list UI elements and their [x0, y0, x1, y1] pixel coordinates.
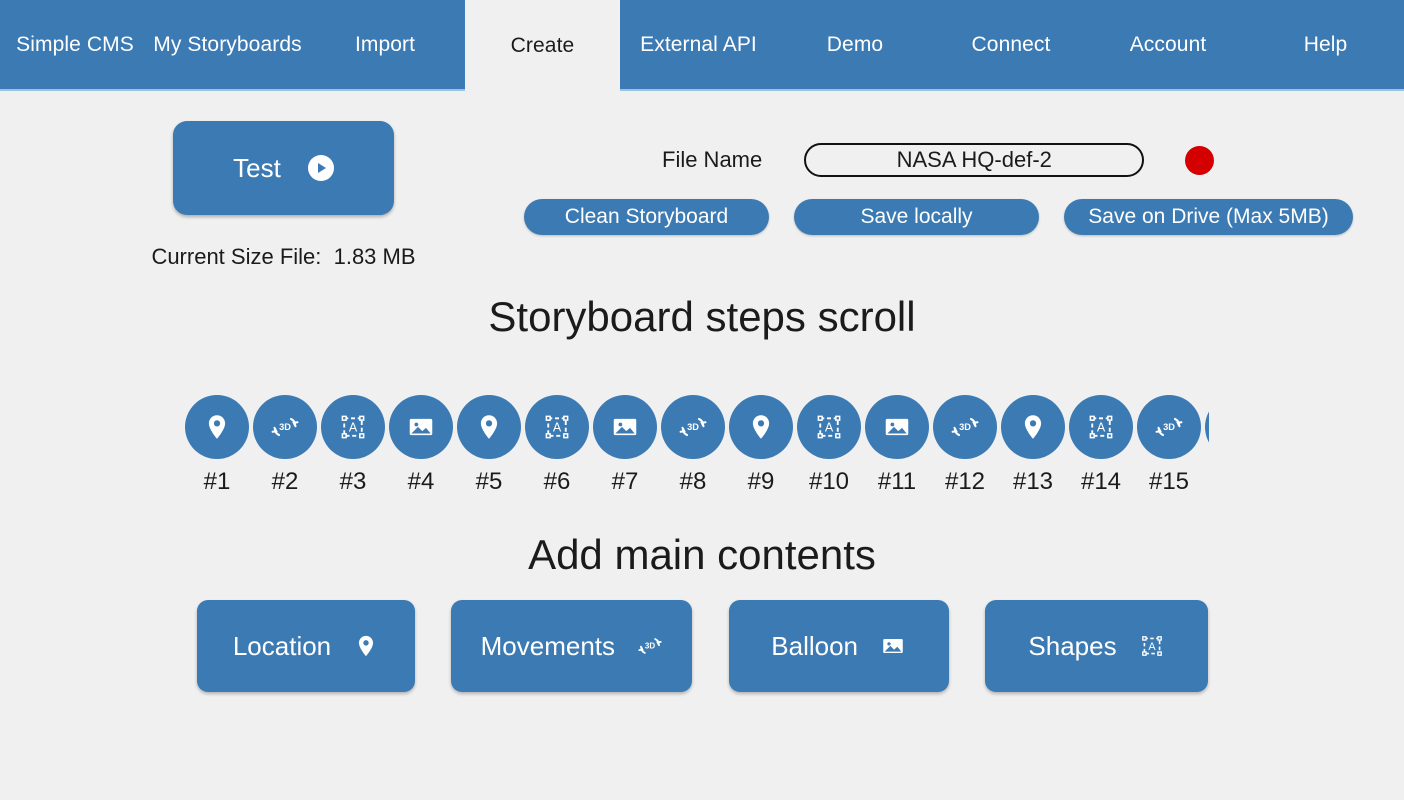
- add-balloon-button[interactable]: Balloon: [728, 600, 949, 692]
- storyboard-step[interactable]: A #3: [319, 395, 387, 496]
- test-button-label: Test: [233, 152, 281, 183]
- rotate-3d-icon: 3D: [933, 395, 997, 459]
- storyboard-step[interactable]: #4: [387, 395, 455, 496]
- shapes-frame-icon: A: [321, 395, 385, 459]
- nav-tab-simple-cms[interactable]: Simple CMS: [0, 0, 150, 89]
- storyboard-step-label: #1: [203, 468, 231, 495]
- add-content-buttons-row: Location Movements 3D Balloon Shapes A: [197, 600, 1208, 692]
- storyboard-step[interactable]: A #14: [1067, 395, 1135, 496]
- storyboard-step[interactable]: #5: [455, 395, 523, 496]
- storyboard-step[interactable]: A #10: [795, 395, 863, 496]
- current-size-file-text: Current Size File: 1.83 MB: [151, 244, 416, 269]
- clean-storyboard-button[interactable]: Clean Storyboard: [524, 199, 769, 235]
- storyboard-step-label: #15: [1148, 468, 1190, 495]
- add-shapes-button[interactable]: Shapes A: [984, 600, 1208, 692]
- svg-text:A: A: [1148, 641, 1156, 653]
- location-pin-icon: [1205, 395, 1209, 459]
- rotate-3d-icon: 3D: [661, 395, 725, 459]
- shapes-frame-icon: A: [797, 395, 861, 459]
- add-location-button[interactable]: Location: [197, 600, 415, 692]
- shapes-frame-icon: A: [1139, 633, 1165, 659]
- svg-text:3D: 3D: [687, 422, 699, 432]
- storyboard-steps-scroll[interactable]: #1 3D #2 A #3 #4 #5 A #6 #7 3D #8 #9 A #10 #11 3D #12 #13 A…: [183, 395, 1209, 505]
- image-icon: [389, 395, 453, 459]
- storyboard-step[interactable]: #9: [727, 395, 795, 496]
- storyboard-step-label: #11: [877, 468, 917, 495]
- nav-tab-connect[interactable]: Connect: [933, 0, 1089, 89]
- add-main-contents-title: Add main contents: [528, 531, 876, 578]
- storyboard-step-label: #16: [1203, 468, 1209, 496]
- shapes-frame-icon: A: [1069, 395, 1133, 459]
- location-pin-icon: [353, 633, 379, 659]
- svg-text:A: A: [349, 421, 358, 435]
- shapes-frame-icon: A: [525, 395, 589, 459]
- storyboard-step[interactable]: #1: [183, 395, 251, 496]
- svg-text:3D: 3D: [959, 422, 971, 432]
- storyboard-step-label: #13: [1012, 468, 1054, 495]
- storyboard-step-label: #2: [271, 468, 299, 495]
- rotate-3d-icon: 3D: [1137, 395, 1201, 459]
- storyboard-steps-title: Storyboard steps scroll: [488, 293, 916, 340]
- storyboard-step-label: #4: [407, 468, 435, 495]
- file-name-label: File Name: [662, 147, 763, 172]
- test-section: Test Current Size File: 1.83 MB: [143, 121, 424, 270]
- content-button-label: Movements: [480, 630, 616, 661]
- storyboard-step-label: #10: [808, 468, 850, 495]
- storyboard-step[interactable]: 3D #2: [251, 395, 319, 496]
- content-button-label: Shapes: [1028, 630, 1117, 661]
- storyboard-step[interactable]: 3D #15: [1135, 395, 1203, 496]
- storyboard-step[interactable]: #16: [1203, 395, 1209, 496]
- svg-text:3D: 3D: [645, 642, 655, 651]
- storyboard-step-label: #12: [944, 468, 986, 495]
- save-on-drive-button[interactable]: Save on Drive (Max 5MB): [1064, 199, 1353, 235]
- location-pin-icon: [1001, 395, 1065, 459]
- storyboard-step-label: #9: [747, 468, 775, 495]
- svg-text:A: A: [825, 421, 834, 435]
- svg-text:3D: 3D: [1163, 422, 1175, 432]
- nav-tab-demo[interactable]: Demo: [777, 0, 933, 89]
- storyboard-step-label: #14: [1080, 468, 1122, 495]
- location-pin-icon: [457, 395, 521, 459]
- save-actions-row: Clean Storyboard Save locally Save on Dr…: [524, 199, 1353, 235]
- image-icon: [880, 633, 906, 659]
- file-name-input[interactable]: [804, 143, 1145, 177]
- location-pin-icon: [729, 395, 793, 459]
- create-page-body: Test Current Size File: 1.83 MB File Nam…: [0, 91, 1404, 800]
- svg-text:A: A: [1097, 421, 1106, 435]
- file-name-row: File Name: [662, 143, 1215, 177]
- svg-text:3D: 3D: [279, 422, 291, 432]
- content-button-label: Location: [232, 630, 332, 661]
- nav-tab-account[interactable]: Account: [1089, 0, 1247, 89]
- storyboard-step[interactable]: 3D #8: [659, 395, 727, 496]
- storyboard-step[interactable]: A #6: [523, 395, 591, 496]
- storyboard-step[interactable]: #11: [863, 395, 931, 496]
- record-dot-icon[interactable]: [1185, 145, 1215, 175]
- test-button[interactable]: Test: [173, 121, 394, 215]
- svg-text:A: A: [553, 421, 562, 435]
- rotate-3d-icon: 3D: [253, 395, 317, 459]
- add-movements-button[interactable]: Movements 3D: [451, 600, 693, 692]
- image-icon: [865, 395, 929, 459]
- storyboard-step-label: #3: [339, 468, 367, 495]
- nav-tab-external-api[interactable]: External API: [620, 0, 777, 89]
- image-icon: [593, 395, 657, 459]
- storyboard-step-label: #6: [543, 468, 571, 495]
- storyboard-step[interactable]: #7: [591, 395, 659, 496]
- rotate-3d-icon: 3D: [637, 633, 663, 659]
- nav-tab-create[interactable]: Create: [465, 0, 620, 91]
- location-pin-icon: [185, 395, 249, 459]
- storyboard-step[interactable]: 3D #12: [931, 395, 999, 496]
- nav-tab-help[interactable]: Help: [1247, 0, 1404, 89]
- storyboard-step-label: #8: [679, 468, 707, 495]
- nav-tab-import[interactable]: Import: [305, 0, 465, 89]
- storyboard-step[interactable]: #13: [999, 395, 1067, 496]
- save-locally-button[interactable]: Save locally: [794, 199, 1039, 235]
- play-circle-icon: [307, 155, 334, 181]
- content-button-label: Balloon: [771, 630, 859, 661]
- storyboard-step-label: #5: [475, 468, 503, 495]
- storyboard-step-label: #7: [611, 468, 639, 495]
- nav-tab-my-storyboards[interactable]: My Storyboards: [150, 0, 305, 89]
